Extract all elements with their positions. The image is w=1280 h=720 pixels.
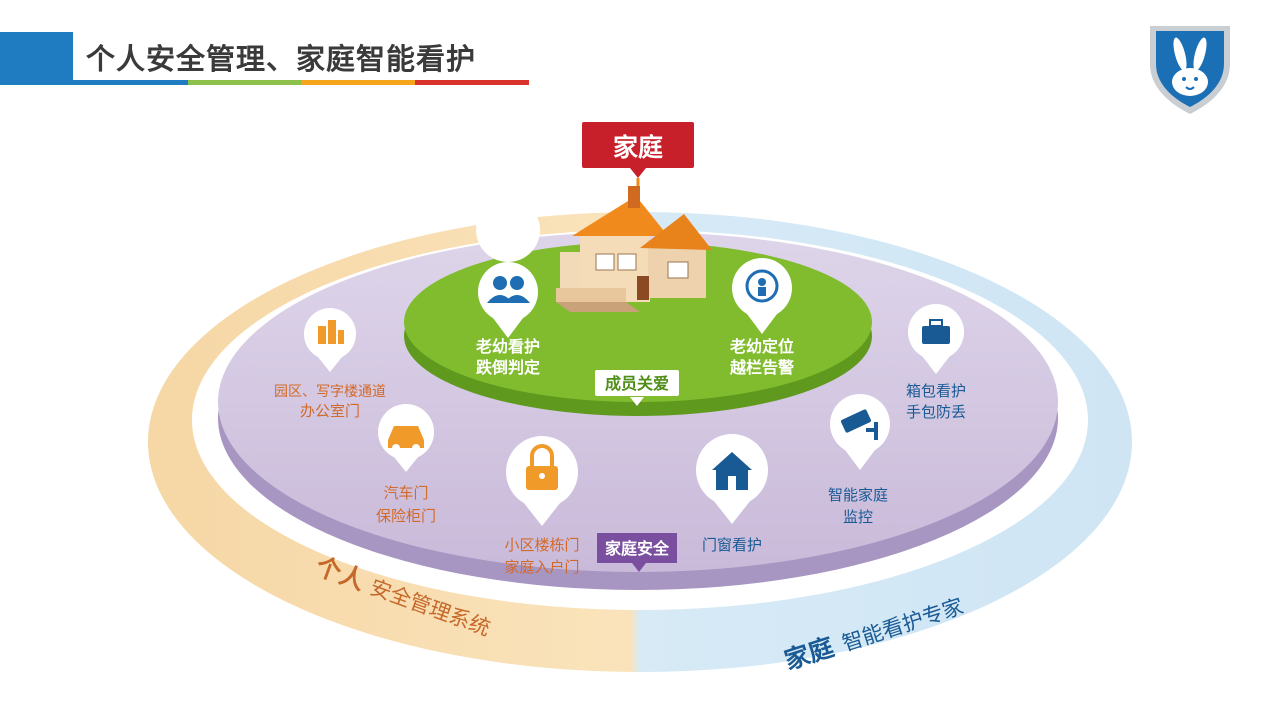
family-label: 家庭	[613, 133, 663, 162]
pin-home-window	[696, 434, 768, 524]
people-icon	[487, 276, 530, 303]
pin-office	[304, 308, 356, 372]
ring-item-label: 监控	[843, 508, 873, 526]
page-title: 个人安全管理、家庭智能看护	[86, 42, 477, 76]
ring-item-label: 门窗看护	[702, 536, 762, 554]
house-icon	[556, 186, 712, 312]
ring-item-label: 保险柜门	[376, 507, 436, 525]
family-security-label: 家庭安全	[605, 539, 670, 558]
camera-icon	[841, 409, 878, 440]
title-stripe-orange	[301, 80, 415, 85]
title-stripe-blue	[0, 80, 188, 85]
pin-car	[378, 404, 434, 472]
pin-briefcase	[908, 304, 964, 374]
building-icon	[318, 320, 344, 344]
ring-item-label: 办公室门	[300, 402, 360, 420]
ring-item-label: 汽车门	[383, 484, 428, 502]
ring-item-label: 智能家庭	[828, 486, 888, 504]
pin-lock	[506, 436, 578, 526]
family-label-box	[582, 122, 694, 168]
lock-icon	[526, 444, 558, 490]
ring-item-label: 箱包看护	[906, 382, 966, 400]
briefcase-icon	[922, 319, 950, 344]
title-accent-bar	[0, 32, 73, 84]
title-stripe-green	[188, 80, 301, 85]
pin-elderly-location	[732, 258, 792, 334]
ring-item-label: 小区楼栋门	[504, 536, 579, 554]
location-refresh-icon	[745, 269, 779, 303]
rabbit-shield-icon	[1150, 26, 1230, 114]
pin-elderly-care	[476, 198, 541, 338]
title-stripe-red	[415, 80, 529, 85]
green-item-label: 越栏告警	[729, 358, 794, 377]
green-item-label: 老幼定位	[729, 337, 794, 356]
pin-camera	[830, 394, 890, 470]
green-item-label: 跌倒判定	[476, 358, 540, 377]
car-icon	[388, 426, 424, 452]
member-care-label: 成员关爱	[605, 374, 669, 393]
family-security-badge	[597, 533, 677, 563]
ring-item-label: 手包防丢	[906, 403, 966, 421]
green-item-label: 老幼看护	[475, 337, 540, 356]
ring-item-label: 园区、写字楼通道	[274, 384, 386, 400]
ring-item-label: 家庭入户门	[504, 558, 579, 576]
home-window-icon	[712, 452, 752, 490]
